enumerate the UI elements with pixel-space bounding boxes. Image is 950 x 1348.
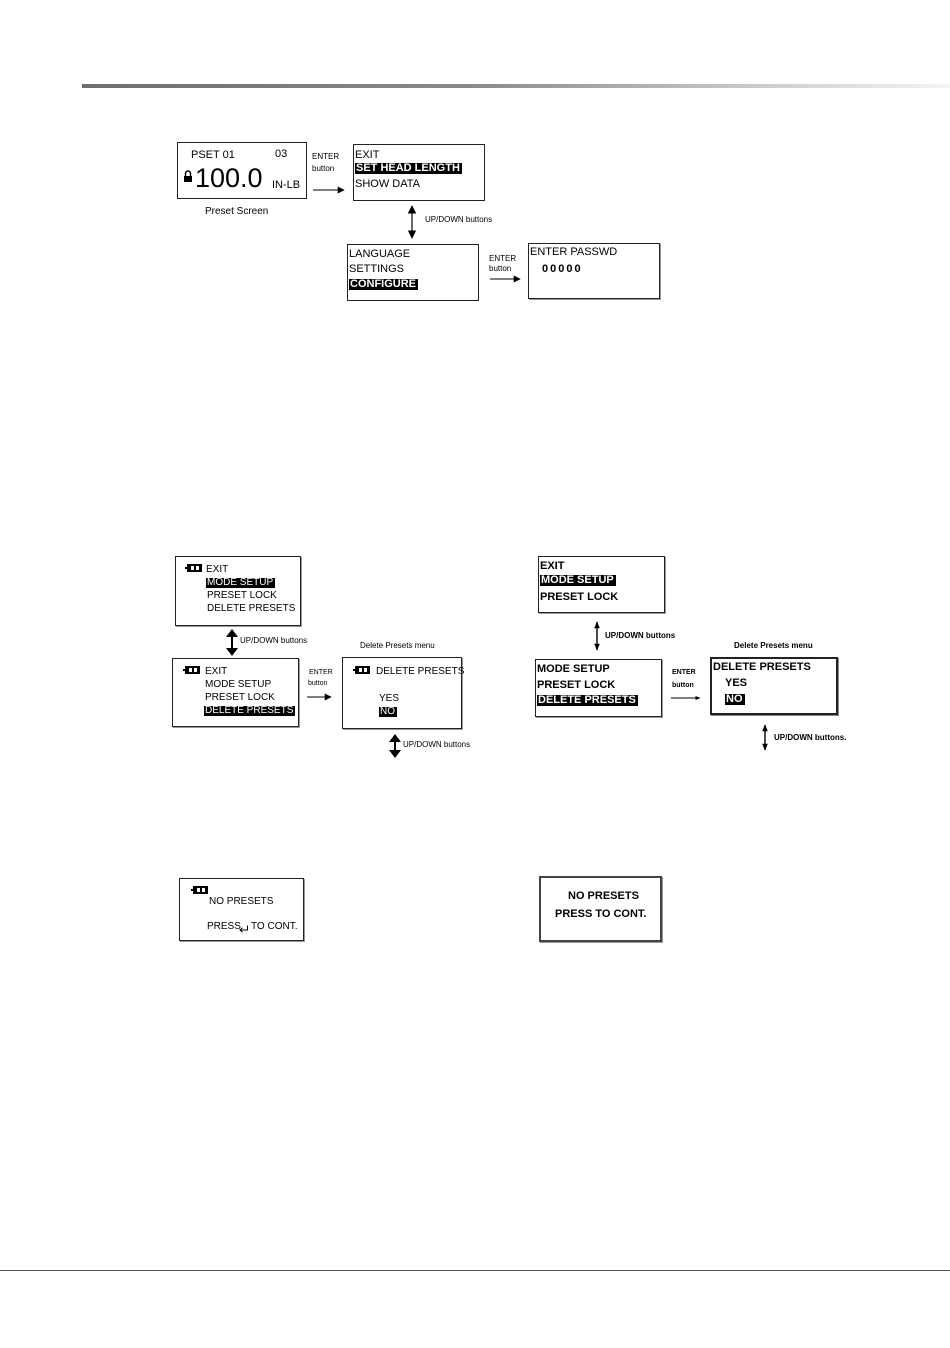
menu-item-delete-presets: DELETE PRESETS: [204, 705, 296, 716]
menu-item-mode-setup: MODE SETUP: [540, 574, 616, 586]
menu-item-exit: EXIT: [355, 149, 380, 161]
preset-count: 03: [275, 148, 288, 160]
updown-label-2: UP/DOWN buttons: [403, 740, 471, 749]
menu-item-preset-lock: PRESET LOCK: [537, 679, 616, 691]
battery-icon: [353, 666, 370, 674]
menu-item-mode-setup: MODE SETUP: [205, 679, 272, 690]
preset-screen: PSET 01 03 100.0 IN-LB: [177, 142, 307, 199]
menu-item-language: LANGUAGE: [349, 248, 411, 260]
menu-item-delete-presets: DELETE PRESETS: [537, 694, 638, 706]
delete-presets-screen: DELETE PRESETS YES NO: [342, 657, 465, 729]
no-presets-text: NO PRESETS: [568, 890, 639, 902]
enter-label-button: button: [672, 682, 694, 689]
updown-label: UP/DOWN buttons: [425, 215, 493, 224]
battery-icon: [183, 666, 200, 674]
mode-menu-screen-c: EXIT MODE SETUP PRESET LOCK: [538, 556, 665, 613]
no-presets-screen-right: NO PRESETS PRESS TO CONT.: [539, 876, 662, 942]
preset-number: PSET 01: [191, 149, 235, 161]
mode-menu-screen-a: EXIT MODE SETUP PRESET LOCK DELETE PRESE…: [175, 556, 301, 626]
main-menu-screen: EXIT SET HEAD LENGTH SHOW DATA: [353, 144, 485, 201]
option-no: NO: [379, 706, 397, 717]
footer-rule: [0, 1270, 950, 1271]
menu-item-exit: EXIT: [205, 666, 228, 677]
menu-item-show-data: SHOW DATA: [355, 178, 420, 190]
no-presets-screen: NO PRESETS PRESS TO CONT.: [179, 878, 304, 941]
enter-label-2: ENTER: [489, 254, 517, 263]
option-no: NO: [725, 693, 745, 705]
updown-label-2: UP/DOWN buttons.: [774, 733, 847, 742]
config-menu-screen: LANGUAGE SETTINGS CONFIGURE: [347, 244, 479, 301]
menu-item-preset-lock: PRESET LOCK: [205, 692, 275, 703]
menu-item-mode-setup: MODE SETUP: [206, 577, 276, 588]
menu-item-exit: EXIT: [206, 564, 229, 575]
torque-value: 100.0: [195, 163, 263, 193]
option-yes: YES: [379, 693, 400, 704]
mode-menu-screen-b: EXIT MODE SETUP PRESET LOCK DELETE PRESE…: [172, 658, 299, 727]
preset-screen-caption: Preset Screen: [205, 206, 269, 217]
enter-label: ENTER: [312, 152, 340, 161]
lock-icon: [184, 169, 192, 182]
menu-item-set-head-length: SET HEAD LENGTH: [355, 162, 462, 174]
no-presets-text: NO PRESETS: [209, 896, 274, 907]
delete-presets-screen-right: DELETE PRESETS YES NO: [710, 657, 838, 715]
delete-presets-title: DELETE PRESETS: [376, 666, 465, 677]
password-screen: ENTER PASSWD 00000: [528, 243, 660, 299]
delete-presets-title: DELETE PRESETS: [713, 661, 811, 673]
menu-item-exit: EXIT: [540, 560, 565, 572]
password-value: 00000: [542, 263, 583, 275]
menu-item-settings: SETTINGS: [349, 263, 405, 275]
delete-presets-caption: Delete Presets menu: [360, 641, 435, 650]
menu-item-preset-lock: PRESET LOCK: [540, 591, 619, 603]
battery-icon: [191, 886, 208, 894]
password-title: ENTER PASSWD: [530, 246, 618, 258]
option-yes: YES: [725, 677, 748, 689]
enter-label-2-button: button: [489, 264, 512, 273]
delete-presets-caption: Delete Presets menu: [734, 641, 813, 650]
enter-label-button: button: [312, 164, 335, 173]
press-text: PRESS: [207, 921, 241, 932]
mode-menu-screen-d: MODE SETUP PRESET LOCK DELETE PRESETS: [535, 659, 662, 717]
header-rule: [82, 84, 950, 88]
menu-item-delete-presets: DELETE PRESETS: [207, 603, 296, 614]
updown-arrow-2: [389, 734, 401, 758]
enter-label: ENTER: [672, 669, 696, 676]
updown-arrow: [226, 629, 238, 656]
torque-unit: IN-LB: [272, 179, 301, 191]
enter-label: ENTER: [309, 669, 333, 676]
menu-item-configure: CONFIGURE: [349, 278, 418, 290]
menu-item-mode-setup: MODE SETUP: [537, 663, 610, 675]
battery-icon: [185, 564, 202, 572]
updown-label: UP/DOWN buttons: [240, 636, 308, 645]
menu-item-preset-lock: PRESET LOCK: [207, 590, 277, 601]
enter-return-icon: [239, 921, 249, 933]
updown-label: UP/DOWN buttons: [605, 631, 676, 640]
enter-label-button: button: [308, 680, 328, 687]
to-cont-text: TO CONT.: [251, 921, 298, 932]
press-to-cont-text: PRESS TO CONT.: [555, 908, 647, 920]
